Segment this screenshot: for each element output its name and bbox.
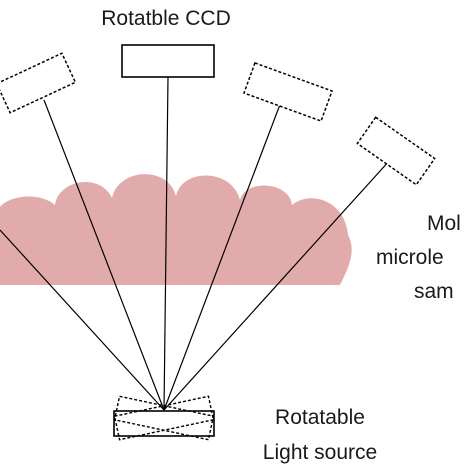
light-source-label-line2: Light source — [263, 441, 377, 464]
ray-far-right — [163, 159, 391, 411]
ray-left — [43, 99, 165, 411]
light-source-rotated-left — [113, 395, 215, 441]
ccd-detector-right — [243, 61, 333, 123]
sample-label-line1: Mol — [427, 212, 461, 235]
sample-label-line2: microle — [376, 246, 444, 269]
light-rays — [0, 76, 391, 411]
ccd-detector-far-right — [356, 116, 436, 186]
light-source-rotated-right — [113, 395, 215, 441]
ray-far-left — [0, 229, 165, 411]
ccd-detector-center — [121, 44, 215, 78]
ray-center — [163, 76, 169, 411]
sample-label-line3: sam — [414, 280, 454, 303]
ray-right — [163, 93, 285, 411]
ccd-label: Rotatble CCD — [101, 7, 231, 30]
light-source — [113, 410, 215, 437]
light-source-label-line1: Rotatable — [275, 406, 365, 429]
sample-shape — [0, 174, 352, 285]
ccd-detector-left — [0, 52, 77, 114]
